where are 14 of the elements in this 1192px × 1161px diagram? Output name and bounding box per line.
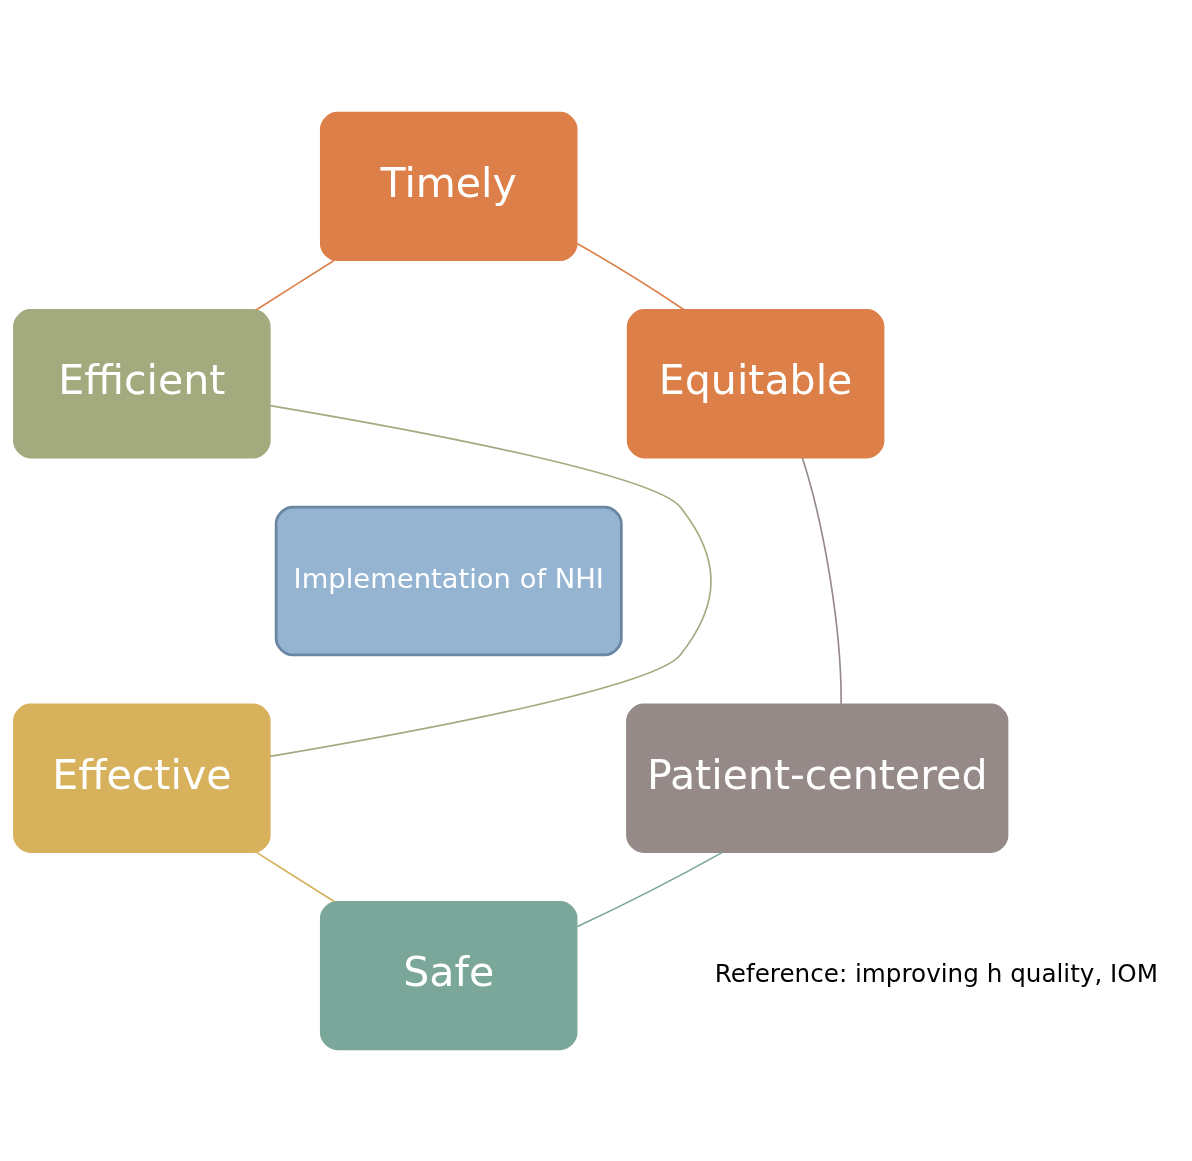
connector (255, 851, 335, 902)
node-box: Implementation of NHI (274, 505, 623, 656)
node-box: Safe (319, 900, 578, 1050)
connector (269, 404, 712, 757)
label: Reference: improving h quality, IOM (714, 958, 1159, 988)
node-box: Effective (13, 703, 271, 853)
connector (801, 456, 842, 705)
connector (576, 851, 724, 927)
connector (255, 259, 335, 311)
node-box: Timely (319, 111, 578, 261)
node-box: Efficient (13, 308, 271, 458)
node-box: Patient-centered (626, 703, 1009, 853)
connector (576, 242, 685, 310)
node-box: Equitable (626, 308, 885, 458)
